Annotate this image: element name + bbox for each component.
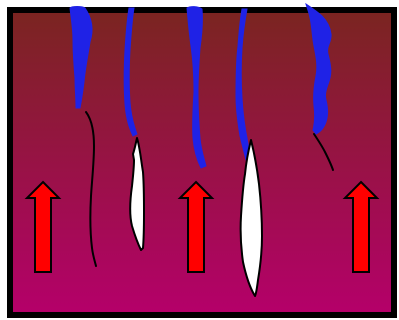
diagram-canvas	[0, 0, 399, 320]
diagram-svg	[0, 0, 399, 320]
